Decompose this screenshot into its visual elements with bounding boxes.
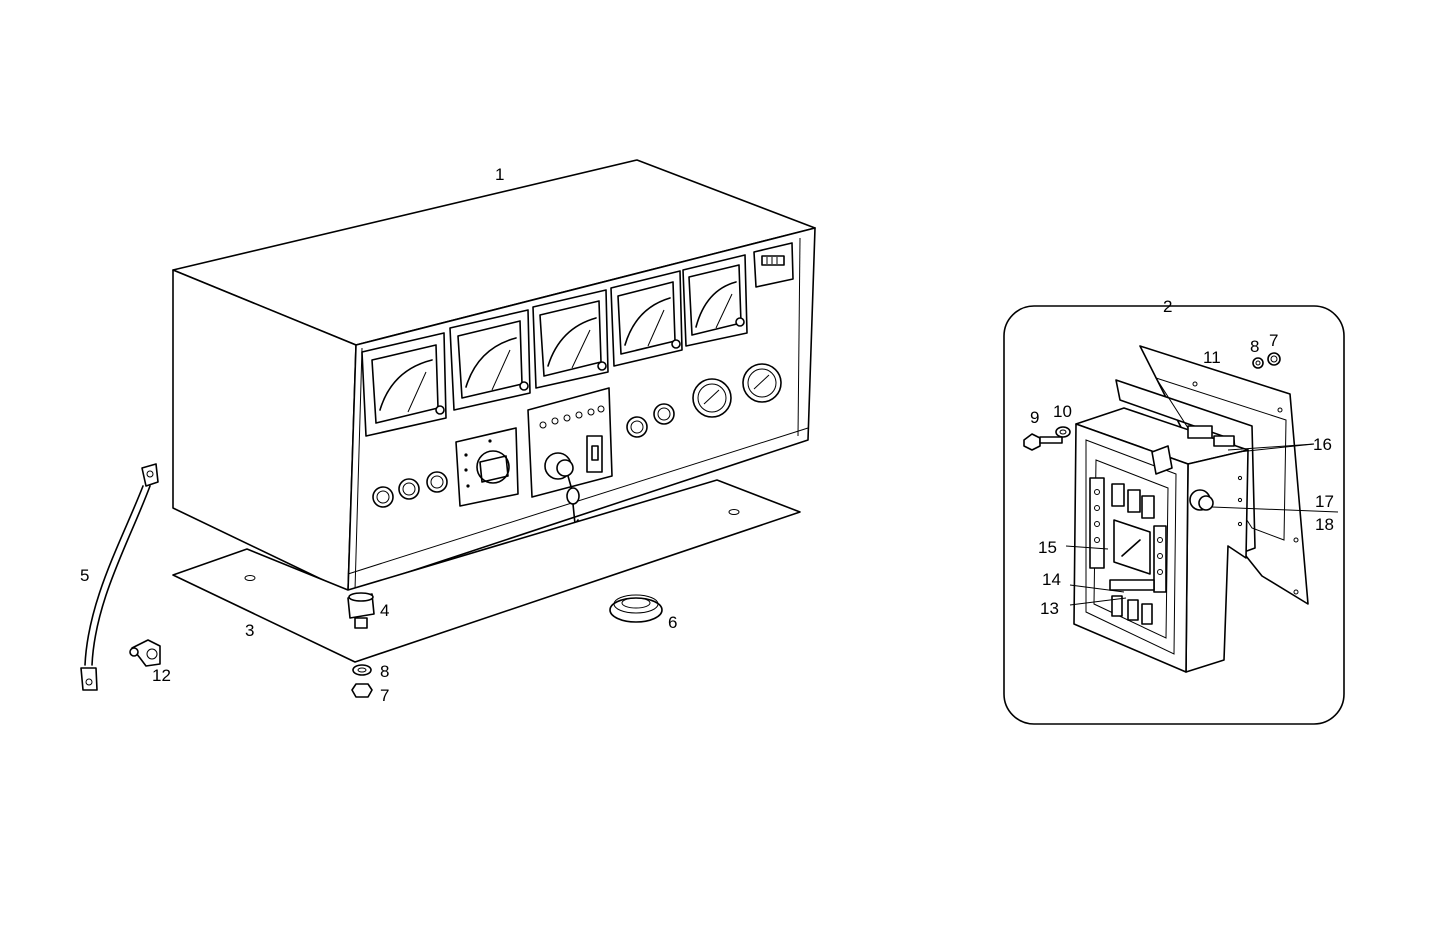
label-14: 14	[1042, 570, 1061, 589]
selector-switch	[455, 427, 519, 507]
label-9: 9	[1030, 408, 1039, 427]
push-buttons-right	[626, 403, 675, 438]
label-1: 1	[495, 165, 504, 184]
cable-clamp	[129, 639, 161, 667]
grommet	[609, 594, 663, 623]
label-8-detail: 8	[1250, 337, 1259, 356]
label-7-main: 7	[380, 686, 389, 705]
label-6: 6	[668, 613, 677, 632]
anti-vibration-mount	[347, 592, 375, 629]
label-10: 10	[1053, 402, 1072, 421]
meter-1	[361, 332, 447, 437]
round-gauge-2	[742, 363, 782, 403]
control-panel-assembly	[172, 159, 816, 593]
base-plate	[172, 479, 801, 663]
meter-3	[532, 289, 609, 389]
label-2: 2	[1163, 297, 1172, 316]
label-11: 11	[1203, 348, 1221, 367]
label-7-detail: 7	[1269, 331, 1278, 350]
label-3: 3	[245, 621, 254, 640]
hour-counter	[753, 242, 794, 288]
label-12: 12	[152, 666, 171, 685]
label-8-main: 8	[380, 662, 389, 681]
push-buttons-left	[372, 471, 448, 508]
label-15: 15	[1038, 538, 1057, 557]
key-switch-panel	[527, 387, 613, 525]
ground-cable	[80, 463, 159, 691]
meter-2	[449, 309, 531, 411]
label-13: 13	[1040, 599, 1059, 618]
leader-lines	[1065, 443, 1339, 606]
round-gauge-1	[692, 378, 732, 418]
washer-and-nut	[351, 664, 373, 698]
label-17: 17	[1315, 492, 1334, 511]
item-number-labels: 1 2 3 4 5 6 7 8 12 7 8 9 10 11 13 14 15 …	[80, 165, 1334, 705]
label-5: 5	[80, 566, 89, 585]
label-18: 18	[1315, 515, 1334, 534]
label-4: 4	[380, 601, 389, 620]
meter-5	[682, 254, 748, 347]
detail-inset-frame	[1003, 305, 1345, 725]
label-16: 16	[1313, 435, 1332, 454]
electrical-box-assembly	[1023, 345, 1309, 673]
meter-4	[610, 270, 683, 367]
